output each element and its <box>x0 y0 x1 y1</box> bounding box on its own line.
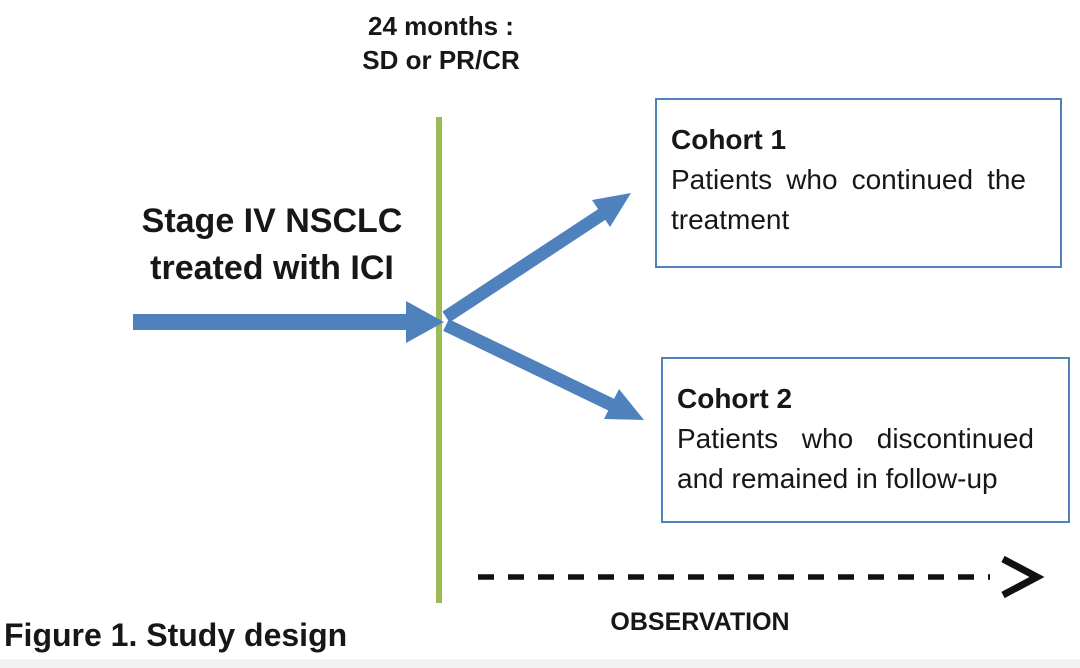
observation-label: OBSERVATION <box>610 608 790 636</box>
population-label: Stage IV NSCLC treated with ICI <box>142 198 403 292</box>
milestone-label-line2: SD or PR/CR <box>362 45 520 75</box>
population-label-line2: treated with ICI <box>150 249 394 287</box>
inflow-arrow-icon <box>133 301 444 343</box>
milestone-label: 24 months : SD or PR/CR <box>362 9 519 77</box>
timeline-vertical-line <box>436 117 442 603</box>
branch-arrow-cohort2-icon <box>443 319 644 420</box>
milestone-label-line1: 24 months : <box>368 11 514 41</box>
observation-arrowhead-icon <box>1001 555 1045 599</box>
cohort1-title: Cohort 1 <box>671 124 787 155</box>
population-label-line1: Stage IV NSCLC <box>141 202 403 240</box>
observation-dashed-arrow <box>478 555 1045 599</box>
cohort2-description: Patients who discontinued and remained i… <box>677 423 1034 494</box>
cohort2-title: Cohort 2 <box>677 383 793 414</box>
cohort2-box: Cohort 2 Patients who discontinued and r… <box>661 357 1070 523</box>
branch-arrow-cohort1-icon <box>442 193 631 323</box>
bottom-edge-strip <box>0 659 1080 668</box>
figure-caption: Figure 1. Study design <box>4 617 348 653</box>
cohort1-box: Cohort 1 Patients who continued the trea… <box>655 98 1062 268</box>
cohort1-description: Patients who continued the treatment <box>671 164 1026 235</box>
